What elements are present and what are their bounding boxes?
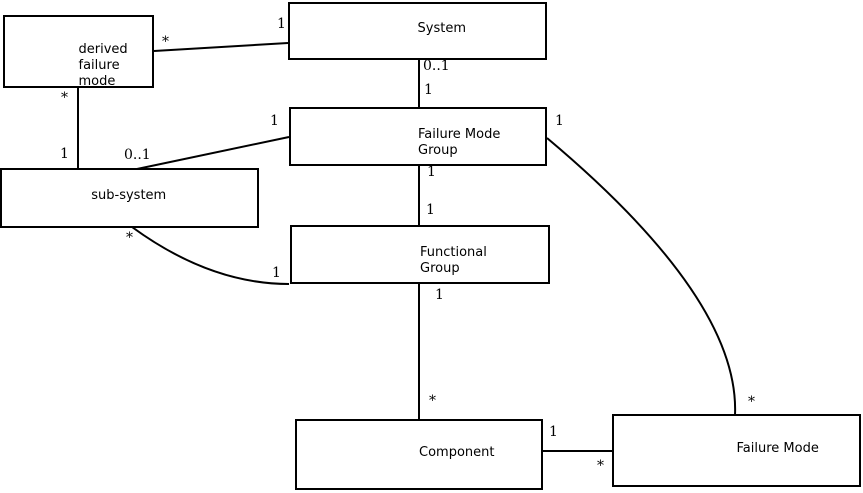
multiplicity-label: 1 <box>427 164 436 180</box>
box-system-label: System <box>417 20 466 36</box>
multiplicity-label: * <box>429 393 436 409</box>
multiplicity-label: 1 <box>426 202 435 218</box>
multiplicity-label: 1 <box>272 265 281 281</box>
box-sub-system-label: sub-system <box>91 187 167 203</box>
multiplicity-label: 1 <box>60 146 69 162</box>
multiplicity-label: * <box>61 90 68 106</box>
box-component-label: Component <box>419 444 495 460</box>
box-derived-failure-mode-label: derived failure mode <box>78 41 128 89</box>
multiplicity-label: 1 <box>549 424 558 440</box>
multiplicity-label: 0..1 <box>124 147 151 163</box>
connector-fmgroup-failuremode <box>546 137 737 416</box>
box-sub-system: sub-system <box>0 168 259 228</box>
box-failure-mode-label: Failure Mode <box>736 440 819 456</box>
multiplicity-label: 1 <box>270 113 279 129</box>
box-failure-mode-group: Failure Mode Group <box>289 107 547 166</box>
box-failure-mode: Failure Mode <box>612 414 861 487</box>
box-component: Component <box>295 419 543 490</box>
connector-derived-system <box>153 42 289 52</box>
box-failure-mode-group-label: Failure Mode Group <box>418 126 501 158</box>
multiplicity-label: * <box>748 394 755 410</box>
box-functional-group-label: Functional Group <box>420 244 487 276</box>
box-system: System <box>288 2 547 60</box>
box-functional-group: Functional Group <box>290 225 550 284</box>
multiplicity-label: 1 <box>277 16 286 32</box>
multiplicity-label: 1 <box>435 287 444 303</box>
multiplicity-label: * <box>126 230 133 246</box>
box-derived-failure-mode: derived failure mode <box>3 15 154 88</box>
multiplicity-label: 0..1 <box>423 58 450 74</box>
connector-fmgroup-subsystem <box>136 136 290 170</box>
connector-subsystem-funcgroup <box>131 226 290 285</box>
multiplicity-label: 1 <box>555 113 564 129</box>
multiplicity-label: * <box>597 458 604 474</box>
multiplicity-label: 1 <box>424 82 433 98</box>
multiplicity-label: * <box>162 34 169 50</box>
